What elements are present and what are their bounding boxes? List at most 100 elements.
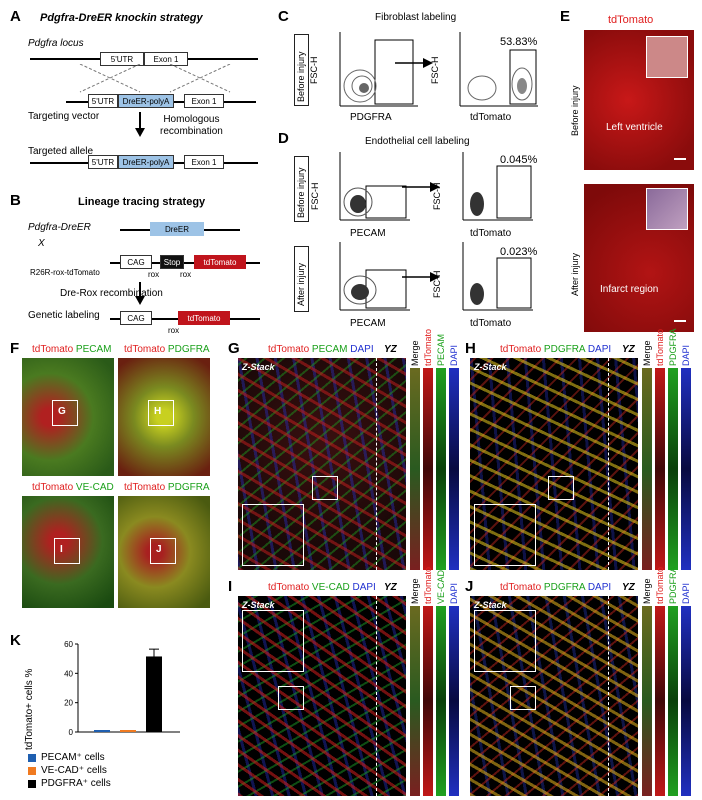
j-yz-line	[608, 596, 609, 796]
j-c3: DAPI	[587, 582, 612, 593]
panel-c-percent: 53.83%	[500, 36, 538, 48]
f-image-vecad: I	[22, 496, 114, 608]
rox-left: rox	[148, 270, 160, 279]
yz-strip-label-i-2: VE-CAD	[436, 569, 446, 604]
panel-label-b: B	[10, 192, 21, 209]
yz-strip-label-g-2: PECAM	[436, 333, 446, 366]
g-c2: PECAM	[311, 344, 348, 355]
yz-strip-j-2	[668, 606, 678, 796]
k-bars	[94, 648, 162, 732]
locus-exon: Exon 1	[144, 52, 188, 66]
f-q1-c1: tdTomato	[32, 344, 74, 355]
panel-e-row2-label: After injury	[570, 252, 580, 296]
arrow-right-icon	[395, 58, 433, 68]
vector-exon: Exon 1	[184, 94, 224, 108]
legend-vecad: VE-CAD⁺ cells	[41, 765, 107, 776]
panel-d-row1-box	[294, 156, 309, 222]
flow-plot-tdtomato-after	[462, 242, 533, 311]
vector-dreer-polya: DreER-polyA	[118, 94, 174, 108]
g-yz: YZ	[384, 344, 397, 355]
panel-b-title: Lineage tracing strategy	[78, 196, 206, 208]
yz-strip-g-2	[436, 368, 446, 570]
legend-swatch-vecad	[28, 766, 36, 775]
yz-strip-h-3	[681, 368, 691, 570]
panel-label-f: F	[10, 340, 20, 357]
h-yz: YZ	[622, 344, 635, 355]
reporter-stop: Stop	[160, 255, 184, 269]
f-q3-c2: VE-CAD	[75, 482, 114, 493]
g-c1: tdTomato	[268, 344, 310, 355]
panel-label-i: I	[228, 578, 233, 595]
panel-label-g: G	[228, 340, 240, 357]
yz-strip-j-1	[655, 606, 665, 796]
f-q3-c1: tdTomato	[32, 482, 74, 493]
yz-strip-g-0	[410, 368, 420, 570]
g-region-label: G	[58, 406, 66, 417]
g-zstack: Z-Stack	[242, 362, 275, 372]
h-image: Z-Stack	[470, 358, 638, 570]
panel-label-h: H	[465, 340, 476, 357]
yz-strip-label-i-3: DAPI	[449, 582, 459, 604]
j-image: Z-Stack	[470, 596, 638, 796]
i-zoom-inset	[242, 610, 304, 672]
panel-label-a: A	[10, 8, 21, 25]
i-yz-line	[376, 596, 377, 796]
j-yz: YZ	[622, 582, 635, 593]
heart-after-image: Infarct region	[584, 184, 694, 332]
yz-strip-label-g-1: tdTomato	[423, 328, 433, 366]
panel-d-percent-2: 0.023%	[500, 246, 538, 258]
j-zoom-source	[510, 686, 536, 710]
panel-d-row2-box	[294, 246, 309, 312]
j-zstack: Z-Stack	[474, 600, 507, 610]
k-ytick-label-3: 60	[64, 640, 73, 649]
yz-strip-label-j-0: Merge	[642, 578, 652, 604]
panel-d-xlabel-4: tdTomato	[470, 318, 512, 329]
yz-strip-label-i-1: tdTomato	[423, 566, 433, 604]
panel-d-title: Endothelial cell labeling	[365, 136, 470, 147]
yz-strip-label-j-3: DAPI	[681, 582, 691, 604]
yz-strip-label-h-0: Merge	[642, 340, 652, 366]
yz-strip-label-g-0: Merge	[410, 340, 420, 366]
k-bar-1	[120, 730, 136, 732]
yz-strip-i-1	[423, 606, 433, 796]
yz-strip-j-3	[681, 606, 691, 796]
reporter-label: R26R-rox-tdTomato	[30, 268, 100, 277]
k-ytick-label-2: 40	[64, 669, 73, 678]
flow-plot-pecam-after	[339, 242, 410, 311]
h-c1: tdTomato	[500, 344, 542, 355]
g-zoom-inset	[242, 504, 304, 566]
allele-exon: Exon 1	[184, 155, 224, 169]
heart-before-image: Left ventricle	[584, 30, 694, 170]
panel-e-title: tdTomato	[608, 14, 654, 26]
reporter-tdtomato: tdTomato	[194, 255, 246, 269]
driver-label: Pdgfra-DreER	[28, 222, 91, 233]
f-image-pdgfra-2: J	[118, 496, 210, 608]
yz-strip-label-j-1: tdTomato	[655, 566, 665, 604]
panel-label-j: J	[465, 578, 474, 595]
yz-strip-i-2	[436, 606, 446, 796]
genetic-cag: CAG	[120, 311, 152, 325]
j-texture	[470, 596, 638, 796]
f-image-pecam: G	[22, 358, 114, 476]
f-q4-c1: tdTomato	[124, 482, 166, 493]
homologous-recombination-label: Homologous recombination	[160, 114, 223, 137]
f-q2-c1: tdTomato	[124, 344, 166, 355]
scale-bar	[674, 320, 686, 322]
panel-e-row1-label: Before injury	[570, 85, 580, 136]
yz-strip-label-j-2: PDGFRA	[668, 566, 678, 604]
i-texture	[238, 596, 406, 796]
cross-symbol: X	[38, 238, 45, 249]
yz-strip-label-g-3: DAPI	[449, 344, 459, 366]
k-bar-2	[146, 656, 162, 732]
k-ylabel: tdTomato+ cells %	[24, 668, 35, 750]
panel-label-e: E	[560, 8, 571, 25]
panel-d-row1-label: Before injury	[296, 167, 306, 218]
vector-utr: 5'UTR	[88, 94, 118, 108]
h-zoom-source	[548, 476, 574, 500]
f-q1-c2: PECAM	[75, 344, 112, 355]
panel-d-percent-1: 0.045%	[500, 154, 538, 166]
panel-c-row-label: Before injury	[296, 51, 306, 102]
arrow-right-icon	[402, 272, 440, 282]
